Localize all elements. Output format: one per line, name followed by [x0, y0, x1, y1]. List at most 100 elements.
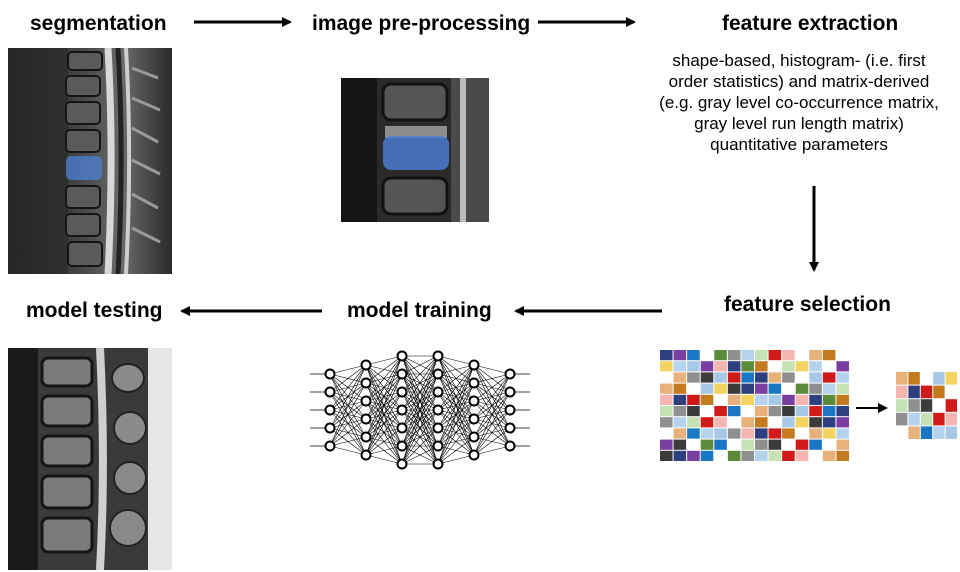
- feature-cell: [782, 372, 795, 383]
- feature-cell: [741, 439, 754, 450]
- nn-node: [396, 440, 408, 452]
- feature-cell: [822, 450, 836, 461]
- feature-cell: [755, 406, 768, 417]
- feature-cell: [755, 428, 768, 439]
- segmentation-overlay: [383, 136, 449, 170]
- feature-cell: [896, 426, 908, 439]
- nn-connection: [437, 364, 475, 465]
- step-label-feature-selection: feature selection: [724, 293, 891, 316]
- nn-node: [324, 386, 336, 398]
- feature-cell: [795, 372, 809, 383]
- feature-cell: [660, 361, 673, 372]
- feature-cell: [768, 450, 782, 461]
- neural-network-diagram: [310, 350, 530, 470]
- feature-cell: [795, 383, 809, 394]
- feature-cell: [660, 406, 673, 417]
- feature-cell: [822, 372, 836, 383]
- feature-cell: [755, 350, 768, 361]
- description-line: gray level run length matrix): [694, 114, 904, 133]
- nn-connection: [437, 364, 475, 375]
- nn-connection: [401, 427, 439, 465]
- feature-cell: [782, 428, 795, 439]
- feature-cell: [700, 450, 714, 461]
- feature-cell: [673, 439, 687, 450]
- feature-cell: [795, 394, 809, 405]
- feature-cell: [836, 372, 849, 383]
- feature-cell: [795, 439, 809, 450]
- feature-cell: [782, 361, 795, 372]
- nn-node: [468, 449, 480, 461]
- feature-cell: [782, 383, 795, 394]
- feature-cell: [945, 412, 957, 426]
- nn-connection: [329, 436, 367, 447]
- feature-cell: [809, 372, 822, 383]
- nn-connection: [401, 355, 439, 465]
- nn-connection: [329, 364, 367, 411]
- feature-cell: [768, 350, 782, 361]
- feature-cell: [741, 394, 754, 405]
- feature-cell: [714, 428, 727, 439]
- feature-cell: [714, 350, 727, 361]
- feature-cell: [795, 361, 809, 372]
- feature-cell: [836, 428, 849, 439]
- nn-node: [504, 386, 516, 398]
- feature-matrix-selected: [896, 372, 957, 439]
- feature-cell: [660, 372, 673, 383]
- feature-cell: [755, 361, 768, 372]
- feature-cell: [836, 406, 849, 417]
- feature-cell: [755, 450, 768, 461]
- feature-cell: [933, 385, 945, 399]
- nn-connection: [365, 454, 403, 465]
- feature-cell: [822, 439, 836, 450]
- feature-cell: [782, 439, 795, 450]
- nn-connection: [437, 454, 475, 465]
- nn-connection: [401, 355, 439, 393]
- feature-cell: [714, 450, 727, 461]
- feature-cell: [741, 361, 754, 372]
- feature-cell: [822, 383, 836, 394]
- feature-cell: [809, 450, 822, 461]
- feature-cell: [700, 406, 714, 417]
- feature-cell: [836, 383, 849, 394]
- feature-cell: [714, 406, 727, 417]
- feature-cell: [673, 428, 687, 439]
- feature-cell: [700, 350, 714, 361]
- nn-node: [396, 368, 408, 380]
- feature-cell: [822, 417, 836, 428]
- nn-connection: [365, 445, 403, 456]
- feature-cell: [809, 394, 822, 405]
- feature-cell: [755, 372, 768, 383]
- feature-cell: [714, 383, 727, 394]
- feature-cell: [768, 406, 782, 417]
- feature-cell: [795, 406, 809, 417]
- feature-cell: [741, 450, 754, 461]
- feature-cell: [836, 439, 849, 450]
- nn-connection: [365, 355, 403, 384]
- nn-connection: [473, 445, 511, 456]
- feature-cell: [687, 428, 700, 439]
- feature-cell: [714, 361, 727, 372]
- description-line: order statistics) and matrix-derived: [668, 72, 930, 91]
- feature-cell: [768, 361, 782, 372]
- feature-cell: [768, 417, 782, 428]
- nn-node: [504, 440, 516, 452]
- nn-node: [396, 458, 408, 470]
- nn-connection: [329, 364, 367, 429]
- feature-cell: [755, 439, 768, 450]
- feature-cell: [945, 399, 957, 412]
- nn-node: [324, 440, 336, 452]
- feature-cell: [933, 412, 945, 426]
- nn-node: [360, 359, 372, 371]
- nn-connection: [365, 355, 403, 456]
- description-line: (e.g. gray level co-occurrence matrix,: [659, 93, 939, 112]
- feature-cell: [836, 450, 849, 461]
- feature-cell: [822, 361, 836, 372]
- feature-cell: [896, 372, 908, 385]
- feature-cell: [822, 406, 836, 417]
- nn-node: [468, 413, 480, 425]
- feature-cell: [822, 428, 836, 439]
- feature-cell: [809, 417, 822, 428]
- feature-cell: [836, 361, 849, 372]
- feature-cell: [741, 350, 754, 361]
- feature-matrix-full: [660, 350, 849, 461]
